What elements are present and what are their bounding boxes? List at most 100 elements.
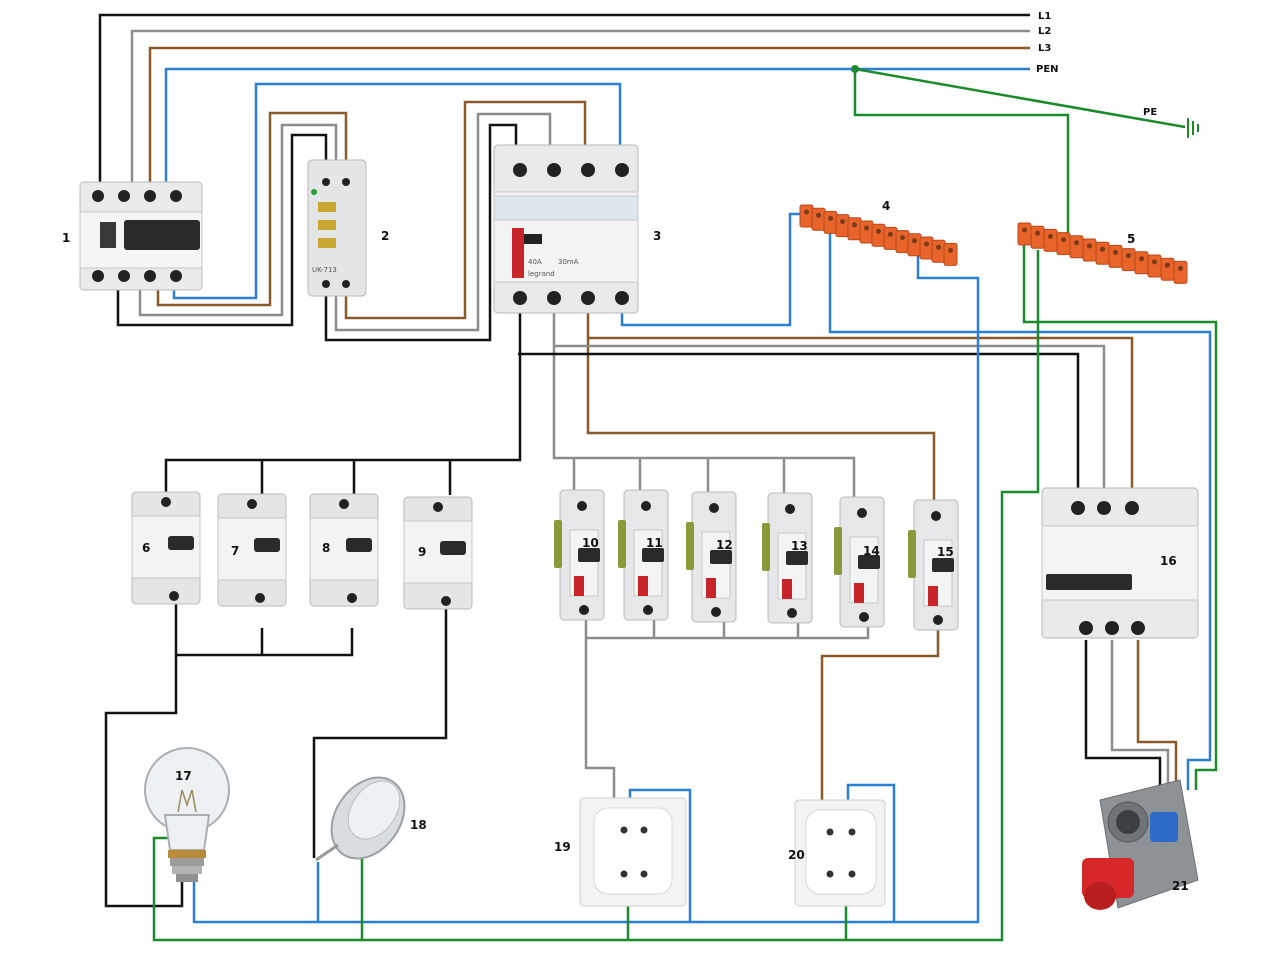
device-label-5: 5 bbox=[1127, 232, 1135, 246]
device-label-21: 21 bbox=[1172, 879, 1189, 893]
rcd-rating: 40A bbox=[528, 258, 542, 266]
device-label-15: 15 bbox=[937, 545, 954, 559]
rail-pen bbox=[164, 67, 1030, 185]
terminal-cell bbox=[895, 230, 910, 254]
terminal-cell bbox=[1043, 228, 1058, 252]
terminal-cell bbox=[883, 226, 898, 250]
terminal-cell bbox=[811, 207, 826, 231]
rcd-brand: legrand bbox=[528, 270, 555, 278]
terminal-cell bbox=[907, 233, 922, 257]
breaker-13[interactable] bbox=[762, 492, 813, 624]
device-label-10: 10 bbox=[582, 536, 599, 550]
terminal-screw bbox=[948, 247, 953, 253]
device-label-20: 20 bbox=[788, 848, 805, 862]
terminal-cell bbox=[1056, 232, 1071, 256]
terminal-screw bbox=[1048, 233, 1053, 239]
terminal-cell bbox=[1017, 222, 1032, 246]
rail-label-l3: L3 bbox=[1038, 43, 1051, 54]
terminal-cell bbox=[835, 214, 850, 238]
terminal-cell bbox=[1069, 235, 1084, 259]
terminal-screw bbox=[1074, 240, 1079, 246]
double-socket-icon[interactable] bbox=[579, 797, 687, 907]
rail-l3 bbox=[148, 46, 1030, 185]
rail-l2 bbox=[130, 29, 1030, 185]
device-label-8: 8 bbox=[322, 541, 330, 555]
terminal-cell bbox=[1108, 244, 1123, 268]
device-label-6: 6 bbox=[142, 541, 150, 555]
pe-lead bbox=[854, 67, 1186, 129]
neutral-terminal-block[interactable] bbox=[799, 204, 958, 266]
terminal-cell bbox=[823, 210, 838, 234]
breaker-14[interactable] bbox=[834, 496, 885, 628]
terminal-cell bbox=[943, 242, 958, 266]
breaker-6[interactable] bbox=[131, 491, 201, 605]
relay-model: UK-713 bbox=[312, 266, 337, 274]
earth-terminal-block[interactable] bbox=[1017, 222, 1188, 284]
ground-symbol-icon bbox=[1187, 118, 1199, 138]
terminal-screw bbox=[1087, 243, 1092, 249]
voltage-monitoring-relay[interactable] bbox=[307, 159, 367, 297]
device-label-17: 17 bbox=[175, 769, 192, 783]
residual-current-device[interactable] bbox=[493, 144, 639, 314]
terminal-screw bbox=[852, 222, 857, 228]
terminal-screw bbox=[1152, 259, 1157, 265]
terminal-screw bbox=[876, 228, 881, 234]
device-label-2: 2 bbox=[381, 229, 389, 243]
breaker-8[interactable] bbox=[309, 493, 379, 607]
terminal-cell bbox=[1082, 238, 1097, 262]
breaker-10[interactable] bbox=[554, 489, 605, 621]
device-label-19: 19 bbox=[554, 840, 571, 854]
terminal-screw bbox=[828, 215, 833, 221]
device-label-7: 7 bbox=[231, 544, 239, 558]
main-feed-wires bbox=[116, 82, 622, 342]
device-label-1: 1 bbox=[62, 231, 70, 245]
light-bulb-icon bbox=[144, 747, 230, 882]
terminal-cell bbox=[799, 204, 814, 228]
rail-label-l1: L1 bbox=[1038, 11, 1051, 22]
terminal-screw bbox=[864, 225, 869, 231]
terminal-screw bbox=[1061, 237, 1066, 243]
terminal-cell bbox=[859, 220, 874, 244]
terminal-cell bbox=[1147, 254, 1162, 278]
breaker-12[interactable] bbox=[686, 491, 737, 623]
terminal-screw bbox=[924, 241, 929, 247]
terminal-screw bbox=[1100, 246, 1105, 252]
breaker-7[interactable] bbox=[217, 493, 287, 607]
terminal-screw bbox=[1165, 262, 1170, 268]
industrial-socket-icon[interactable] bbox=[1082, 779, 1199, 910]
terminal-screw bbox=[1022, 227, 1027, 233]
terminal-cell bbox=[1134, 251, 1149, 275]
device-label-14: 14 bbox=[863, 544, 880, 558]
breaker-11[interactable] bbox=[618, 489, 669, 621]
terminal-screw bbox=[912, 238, 917, 244]
terminal-cell bbox=[871, 223, 886, 247]
rail-label-pe: PE bbox=[1143, 107, 1157, 118]
breaker-9[interactable] bbox=[403, 496, 473, 610]
three-pole-breaker[interactable] bbox=[1041, 487, 1199, 639]
terminal-screw bbox=[1113, 249, 1118, 255]
device-label-11: 11 bbox=[646, 536, 663, 550]
terminal-cell bbox=[931, 239, 946, 263]
terminal-screw bbox=[900, 235, 905, 241]
device-label-13: 13 bbox=[791, 539, 808, 553]
terminal-cell bbox=[1095, 241, 1110, 265]
terminal-screw bbox=[840, 219, 845, 225]
terminal-screw bbox=[816, 212, 821, 218]
device-label-4: 4 bbox=[882, 199, 890, 213]
breaker-15[interactable] bbox=[908, 499, 959, 631]
device-label-16: 16 bbox=[1160, 554, 1177, 568]
terminal-cell bbox=[919, 236, 934, 260]
double-socket-icon-2[interactable] bbox=[794, 799, 886, 907]
pen-split-node bbox=[851, 65, 859, 73]
device-label-9: 9 bbox=[418, 545, 426, 559]
device-label-3: 3 bbox=[653, 229, 661, 243]
terminal-cell bbox=[1160, 257, 1175, 281]
terminal-screw bbox=[804, 209, 809, 215]
pe-down bbox=[853, 69, 1070, 240]
terminal-cell bbox=[1173, 260, 1188, 284]
main-isolator-switch[interactable] bbox=[79, 181, 203, 291]
rcd-sensitivity: 30mA bbox=[558, 258, 579, 266]
terminal-screw bbox=[1126, 253, 1131, 259]
supply-rails bbox=[98, 13, 1186, 240]
